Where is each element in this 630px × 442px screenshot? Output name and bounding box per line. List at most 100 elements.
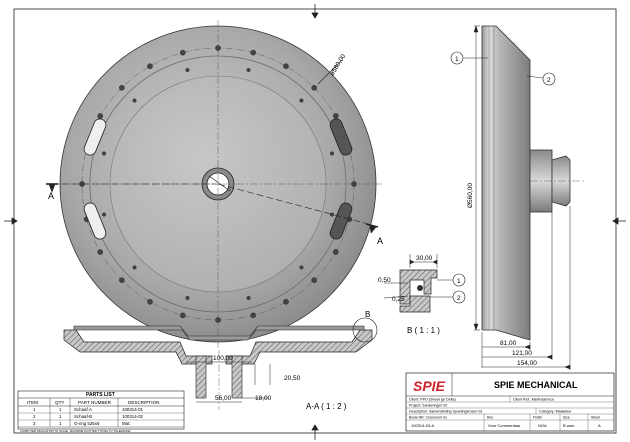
bolt-hole xyxy=(246,295,251,300)
detail-b-marker: B xyxy=(365,310,370,319)
dim-30: 30,00 xyxy=(416,255,433,262)
section-top-plate xyxy=(73,325,365,341)
dim-5600: 56,00 xyxy=(215,395,232,402)
detail-oring xyxy=(417,285,423,291)
bolt-hole xyxy=(179,49,186,56)
slot-left-top xyxy=(83,118,107,156)
title-docno-value: 100314-03-A xyxy=(411,423,434,428)
title-docno-label: Boule NR.: Document no. xyxy=(409,416,448,420)
dim-100: 100,00 xyxy=(213,355,233,362)
slot-right-top xyxy=(329,118,353,156)
detail-b-callout xyxy=(352,317,378,343)
bolt-holes xyxy=(79,45,357,323)
section-view: 100,00 20,50 56,00 18,00 B A-A ( 1 : 2 ) xyxy=(63,310,378,411)
parts-list: PARTS LIST ITEM QTY PART NUMBER DESCRIPT… xyxy=(17,390,185,433)
row-2-item: 2 xyxy=(33,414,36,419)
slot-right-bottom xyxy=(329,202,353,240)
parts-list-header-desc: DESCRIPTION xyxy=(128,400,159,405)
title-finish-value: NOA xyxy=(538,423,547,428)
centering-marks xyxy=(4,4,626,440)
table-row: 3 1 O-ring 525x6 Mat: xyxy=(33,421,131,426)
table-row: 2 1 Schaaf-B 100314-02 xyxy=(33,414,144,419)
bolt-hole xyxy=(332,249,339,255)
row-3-part: O-ring 525x6 xyxy=(74,421,100,426)
bolt-hole xyxy=(299,98,304,103)
dim-025: 0,25 xyxy=(392,296,405,303)
hub-leader xyxy=(208,175,231,192)
row-2-part: Schaaf-B xyxy=(74,414,92,419)
title-client-ref: Client Ref.: klantnaamvce xyxy=(513,398,554,402)
section-marker-left: A xyxy=(48,191,54,201)
side-dims-horizontal xyxy=(481,206,571,370)
bolt-hole xyxy=(329,212,334,217)
bolt-hole xyxy=(250,49,256,56)
bolt-hole xyxy=(329,151,334,156)
title-finish-label: Finish xyxy=(533,416,542,420)
detail-b: 30,00 0,50 0,25 1 2 B ( 1 : 1 ) xyxy=(378,254,466,335)
bolt-hole xyxy=(119,85,125,91)
title-project: Project: Sanseringen 02 xyxy=(409,404,447,408)
title-client: Client: PPO (Sneek ge Delta) xyxy=(409,398,456,402)
title-rev-value: Voor Commentaar xyxy=(488,423,521,428)
parts-list-header-part: PART NUMBER xyxy=(78,400,112,405)
bolt-hole xyxy=(102,151,107,156)
title-sheet-value: A xyxy=(598,423,601,428)
detail-top-part xyxy=(399,269,438,305)
section-hub-left xyxy=(195,355,207,399)
slots xyxy=(83,118,353,240)
section-right-half xyxy=(225,329,373,365)
bolt-hole xyxy=(332,113,339,119)
row-1-qty: 1 xyxy=(59,407,62,412)
parts-list-header-qty: QTY xyxy=(55,400,64,405)
side-view: Ø560,00 81,00 121,00 154,00 1 2 xyxy=(450,25,585,370)
bolt-hole xyxy=(132,265,137,270)
row-3-qty: 1 xyxy=(59,421,62,426)
bolt-hole xyxy=(311,277,317,283)
bolt-hole xyxy=(185,68,190,73)
table-row: 1 1 Schaaf-A 100314-01 xyxy=(33,407,144,412)
bolt-hole xyxy=(311,85,317,91)
dim-2050: 20,50 xyxy=(284,375,301,382)
balloon-detail-1-label: 1 xyxy=(457,278,461,285)
balloon-detail-2-label: 2 xyxy=(457,295,461,302)
bolt-hole xyxy=(283,63,289,70)
balloon-detail-1: 1 xyxy=(437,273,466,287)
bolt-hole xyxy=(250,312,256,319)
balloon-detail-2: 2 xyxy=(430,290,466,304)
row-3-desc: Mat: xyxy=(122,421,131,426)
bolt-hole xyxy=(102,212,107,217)
spie-logo: SPIE xyxy=(413,378,446,394)
detail-bottom-part xyxy=(399,295,431,313)
parts-list-footnote: COMPUTER SIMULATION TO SCALE. MAXIMUM PL… xyxy=(20,429,131,433)
row-1-desc: 100314-01 xyxy=(122,407,144,412)
balloon-side-2: 2 xyxy=(526,72,556,86)
dia-pcd-label: ø580,00 xyxy=(329,53,348,77)
dim-050: 0,50 xyxy=(378,277,391,284)
dim-1800: 18,00 xyxy=(255,395,272,402)
side-dim-vertical xyxy=(473,25,480,331)
title-block: SPIE SPIE MECHANICAL Client: PPO (Sneek … xyxy=(405,372,615,432)
section-hub-right xyxy=(231,355,243,399)
bolt-hole xyxy=(147,298,153,305)
title-size-label: Size xyxy=(563,416,570,420)
detail-b-title: B ( 1 : 1 ) xyxy=(407,326,440,335)
bolt-hole xyxy=(185,295,190,300)
parts-list-header-item: ITEM xyxy=(27,400,38,405)
bolt-hole xyxy=(283,298,289,305)
row-1-part: Schaaf-A xyxy=(74,407,92,412)
dim-121: 121,00 xyxy=(512,350,532,357)
section-line xyxy=(46,183,379,234)
bolt-hole xyxy=(119,277,125,283)
bolt-hole xyxy=(246,68,251,73)
row-3-item: 3 xyxy=(33,421,36,426)
bolt-hole xyxy=(147,63,153,70)
bolt-hole xyxy=(132,98,137,103)
row-2-qty: 1 xyxy=(59,414,62,419)
row-1-item: 1 xyxy=(33,407,36,412)
row-2-desc: 100314-02 xyxy=(122,414,144,419)
title-sheet-label: Sheet xyxy=(591,416,600,420)
balloon-side-2-label: 2 xyxy=(547,77,551,84)
bolt-hole xyxy=(299,265,304,270)
dim-81: 81,00 xyxy=(500,340,517,347)
